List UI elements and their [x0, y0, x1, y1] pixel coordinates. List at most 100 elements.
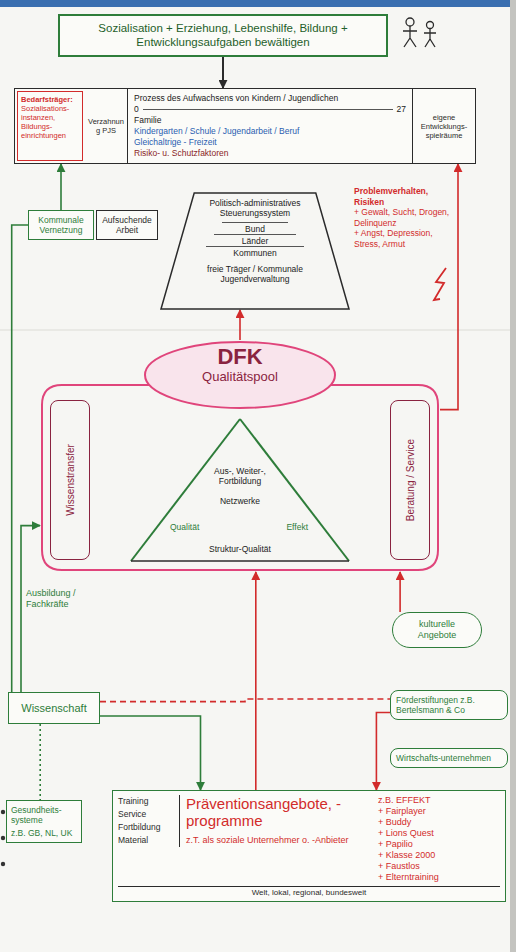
connector: [60, 164, 62, 210]
context-line: Risiko- u. Schutzfaktoren: [134, 148, 406, 159]
note-text: + Gewalt, Sucht, Drogen, Delinquenz: [354, 207, 450, 228]
process-box: Aufsuchende Arbeit: [96, 210, 158, 240]
connector: [440, 164, 458, 410]
trapezoid-outline: [161, 193, 349, 309]
program-column: z.B. EFFEKT+ Fairplayer+ Buddy+ Lions Qu…: [378, 795, 500, 883]
paper-join: [0, 330, 510, 331]
pool-heading: DFKQualitätspool: [150, 344, 330, 384]
trapezoid-footer: freie Träger / Kommunale Jugendverwaltun…: [174, 264, 336, 284]
band-body: Prozess des Aufwachsens von Kindern / Ju…: [127, 89, 413, 163]
connector: [12, 225, 28, 692]
triangle-base: [131, 560, 349, 562]
scale-start: 0: [134, 104, 139, 115]
punch-hole: [1, 862, 5, 866]
box-heading: Gesundheits-systeme: [11, 805, 77, 825]
science-box: Wissenschaft: [8, 692, 100, 724]
side-note: Ausbildung / Fachkräfte: [26, 588, 106, 610]
node-text: kulturelle Angebote: [399, 619, 475, 641]
level-text: Bund: [222, 222, 288, 234]
connector: [100, 699, 390, 702]
stakeholder-box: Bedarfsträger:Sozialisations-instanzen, …: [17, 91, 83, 161]
connector: [222, 57, 224, 88]
problem-notes: Problemverhalten, Risiken+ Gewalt, Sucht…: [354, 186, 450, 249]
level-text: Länder: [214, 234, 296, 246]
service-band: Beratung / Service: [390, 400, 430, 560]
node-text: Kommunale Vernetzung: [33, 215, 89, 235]
lightning-symbol: [434, 268, 446, 300]
connector: [255, 572, 257, 790]
context-line: Familie: [134, 115, 406, 126]
box-heading: Bedarfsträger:: [21, 95, 79, 104]
service-column: TrainingServiceFortbildungMaterial: [118, 795, 180, 847]
connector: [399, 572, 401, 612]
box-body: z.B. GB, NL, UK: [11, 828, 77, 838]
prevention-box: TrainingServiceFortbildungMaterialPräven…: [112, 790, 506, 902]
note-heading: Problemverhalten, Risiken: [354, 186, 450, 207]
scope-box: eigene Entwicklungs-spielräume: [413, 89, 475, 163]
note-text: + Angst, Depression, Stress, Armut: [354, 228, 450, 249]
program-item: + Faustlos: [378, 861, 500, 872]
service-item: Material: [118, 834, 176, 847]
triangle-side-text: Qualität: [170, 522, 199, 532]
scale-end: 27: [397, 104, 406, 115]
offer-note: z.T. als soziale Unternehmer o. -Anbiete…: [186, 835, 372, 846]
program-item: + Buddy: [378, 817, 500, 828]
triangle-side: [240, 419, 349, 561]
prevention-columns: TrainingServiceFortbildungMaterialPräven…: [118, 795, 500, 883]
triangle-outline: [130, 418, 350, 562]
context-line: Kindergarten / Schule / Jugendarbeit / B…: [134, 126, 406, 137]
connector: [100, 716, 201, 790]
pool-title: DFK: [150, 344, 330, 369]
level-text: Kommunen: [206, 246, 304, 258]
node-text: eigene Entwicklungs-spielräume: [416, 113, 472, 140]
program-item: + Papilio: [378, 839, 500, 850]
triangle-text: Struktur-Qualität: [180, 544, 300, 554]
dfk-region: DFKQualitätspoolWissenstransfer Beratung …: [40, 340, 440, 572]
funder-box: Förderstiftungen z.B. Bertelsmann & Co: [390, 690, 508, 720]
node-text: Förderstiftungen z.B. Bertelsmann & Co: [396, 695, 502, 715]
program-item: z.B. EFFEKT: [378, 795, 500, 806]
title-box: Sozialisation + Erziehung, Lebenshilfe, …: [58, 14, 388, 57]
node-text: Verzahnung PJS: [88, 117, 124, 135]
triangle-text: Aus-, Weiter-, Fortbildung: [198, 466, 282, 486]
top-edge-strip: [0, 0, 516, 7]
service-item: Service: [118, 808, 176, 821]
region-outline-path: [42, 385, 438, 570]
band-text: Wissenstransfer: [65, 444, 76, 516]
steering-trapezoid: Politisch-administratives Steuerungssyst…: [160, 192, 350, 310]
offer-cloud: kulturelle Angebote: [392, 612, 482, 648]
offer-column: Präventionsangebote, -programme z.T. als …: [180, 795, 378, 846]
node-text: Wissenschaft: [13, 702, 95, 714]
transfer-band: Wissenstransfer: [50, 400, 90, 560]
growing-up-band: Prozess des Aufwachsens von Kindern / Ju…: [14, 88, 476, 164]
node-text: Wirtschafts-unternehmen: [396, 753, 502, 763]
node-text: Aufsuchende Arbeit: [101, 215, 153, 235]
scale-line: [143, 109, 393, 110]
side-note-wrap: Ausbildung / Fachkräfte: [26, 588, 106, 610]
program-item: + Elterntraining: [378, 872, 500, 883]
band-heading: Prozess des Aufwachsens von Kindern / Ju…: [134, 93, 406, 104]
connector: [239, 310, 241, 340]
quality-triangle: Aus-, Weiter-, FortbildungNetzwerkeQuali…: [130, 418, 350, 562]
punch-hole: [1, 836, 5, 840]
program-item: + Klasse 2000: [378, 850, 500, 861]
right-edge-strip: [510, 0, 516, 952]
scope-footer: Welt, lokal, regional, bundesweit: [118, 886, 500, 898]
triangle-side: [131, 419, 240, 561]
triangle-side-text: Effekt: [286, 522, 308, 532]
program-item: + Lions Quest: [378, 828, 500, 839]
context-line: Gleichaltrige - Freizeit: [134, 137, 406, 148]
process-box: Kommunale Vernetzung: [28, 210, 94, 240]
connector: [376, 713, 390, 791]
trapezoid-heading: Politisch-administratives Steuerungssyst…: [196, 198, 314, 218]
offer-heading: Präventionsangebote, -programme: [186, 795, 372, 829]
link-box: Verzahnung PJS: [85, 89, 127, 163]
box-body: Sozialisations-instanzen, Bildungs-einri…: [21, 104, 79, 140]
connector: [39, 724, 41, 800]
program-item: + Fairplayer: [378, 806, 500, 817]
pool-subtitle: Qualitätspool: [150, 369, 330, 384]
triangle-text: Netzwerke: [190, 496, 290, 506]
node-text: Sozialisation + Erziehung, Lebenshilfe, …: [68, 21, 378, 50]
service-item: Fortbildung: [118, 821, 176, 834]
age-scale: 0 27: [134, 104, 406, 115]
